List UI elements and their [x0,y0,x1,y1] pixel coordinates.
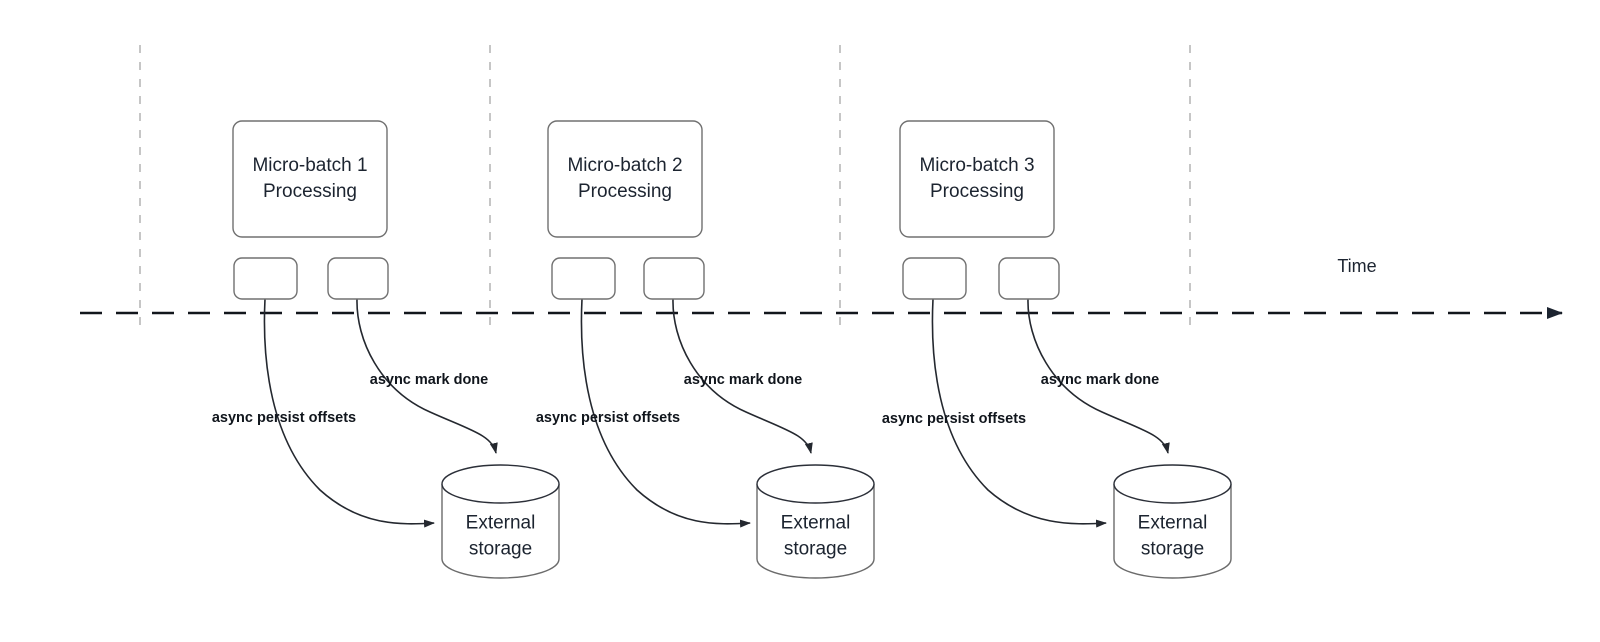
async-mark-done-edge-2 [672,298,813,454]
micro-batch-groups: async persist offsets async mark done Micr… [212,120,1232,579]
batch-boundary-ticks [139,45,1191,328]
time-axis-label: Time [1337,256,1376,276]
external-storage-label-line2-2: storage [784,539,847,560]
micro-batch-box-2[interactable] [547,120,703,238]
async-mark-done-edge-1-label: async mark done [370,372,488,388]
external-storage-body-2 [756,484,875,579]
async-mark-done-edge-2-label: async mark done [684,372,802,388]
external-storage-top-1[interactable] [441,464,560,504]
external-storage-top-3[interactable] [1113,464,1232,504]
task-box-3b[interactable] [998,257,1060,300]
external-storage-top-2[interactable] [756,464,875,504]
external-storage-label-line1-1: External [466,513,536,534]
external-storage-label-line1-2: External [781,513,851,534]
async-persist-offsets-edge-2-label: async persist offsets [536,410,680,426]
task-box-3a[interactable] [902,257,967,300]
micro-batch-box-label-line2-1: Processing [263,181,357,202]
micro-batch-group-2: async persist offsets async mark done Micr… [536,120,875,579]
task-box-2a[interactable] [551,257,616,300]
task-box-2b[interactable] [643,257,705,300]
async-persist-offsets-edge-3-label: async persist offsets [882,411,1026,427]
async-mark-done-edge-1 [356,298,498,454]
external-storage-body-3 [1113,484,1232,579]
micro-batch-box-label-line1-3: Micro-batch 3 [919,155,1034,176]
external-storage-label-line2-1: storage [469,539,532,560]
task-box-1a[interactable] [233,257,298,300]
async-mark-done-edge-3 [1027,298,1170,454]
micro-batch-box-label-line1-2: Micro-batch 2 [567,155,682,176]
external-storage-label-line1-3: External [1138,513,1208,534]
micro-batch-group-3: async persist offsets async mark done Micr… [882,120,1232,579]
micro-batch-box-label-line2-3: Processing [930,181,1024,202]
micro-batch-box-label-line2-2: Processing [578,181,672,202]
async-persist-offsets-edge-2 [580,298,751,528]
micro-batch-box-1[interactable] [232,120,388,238]
task-box-1b[interactable] [327,257,389,300]
external-storage-label-line2-3: storage [1141,539,1204,560]
micro-batch-box-3[interactable] [899,120,1055,238]
micro-batch-group-1: async persist offsets async mark done Micr… [212,120,560,579]
async-persist-offsets-edge-3 [931,298,1107,528]
external-storage-body-1 [441,484,560,579]
async-persist-offsets-edge-1 [263,298,435,528]
async-mark-done-edge-3-label: async mark done [1041,372,1159,388]
async-persist-offsets-edge-1-label: async persist offsets [212,410,356,426]
micro-batch-box-label-line1-1: Micro-batch 1 [252,155,367,176]
